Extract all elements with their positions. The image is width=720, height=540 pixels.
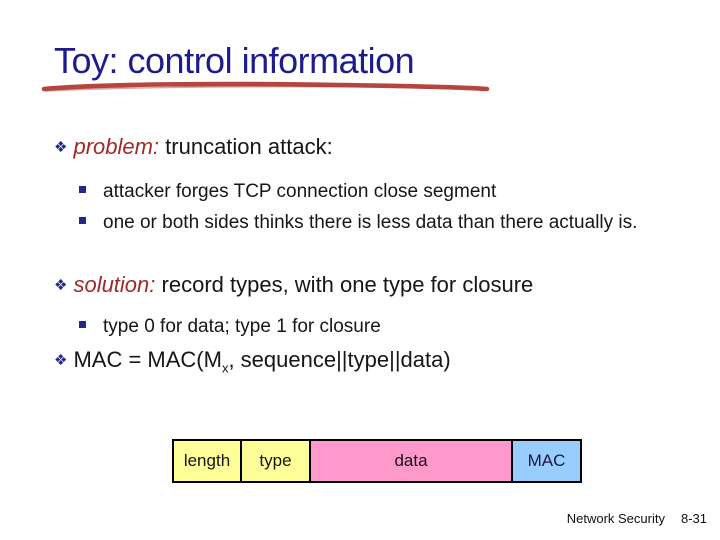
bullet-problem-lead: problem: xyxy=(73,134,160,159)
mac-formula-pre: MAC = MAC(M xyxy=(73,347,222,372)
title-underline-stroke xyxy=(41,81,490,92)
bullet-problem-rest: truncation attack: xyxy=(159,134,333,159)
bullet-solution: ❖ solution: record types, with one type f… xyxy=(54,272,533,298)
slide-footer: Network Security 8-31 xyxy=(567,511,707,526)
square-bullet-icon xyxy=(79,217,86,224)
subbullet-attacker-forges: attacker forges TCP connection close seg… xyxy=(79,177,496,206)
subbullet-type-codes-text: type 0 for data; type 1 for closure xyxy=(103,316,381,337)
field-type: type xyxy=(240,439,311,483)
bullet-solution-rest: record types, with one type for closure xyxy=(155,272,534,297)
subbullet-less-data: one or both sides thinks there is less d… xyxy=(79,208,659,237)
square-bullet-icon xyxy=(79,186,86,193)
bullet-solution-lead: solution: xyxy=(73,272,156,297)
record-format-diagram: length type data MAC xyxy=(172,439,582,483)
field-length: length xyxy=(172,439,242,483)
slide-title: Toy: control information xyxy=(54,40,415,81)
footer-course-title: Network Security xyxy=(566,511,665,526)
field-mac: MAC xyxy=(511,439,582,483)
subbullet-attacker-forges-text: attacker forges TCP connection close seg… xyxy=(103,181,497,202)
square-bullet-icon xyxy=(79,321,86,328)
diamond-bullet-icon: ❖ xyxy=(54,352,68,369)
diamond-bullet-icon: ❖ xyxy=(54,277,68,294)
subbullet-type-codes: type 0 for data; type 1 for closure xyxy=(79,312,381,341)
subbullet-less-data-text: one or both sides thinks there is less d… xyxy=(103,212,638,233)
mac-formula-subscript: x xyxy=(221,360,229,376)
diamond-bullet-icon: ❖ xyxy=(54,139,68,156)
bullet-mac-formula: ❖ MAC = MAC(Mx, sequence||type||data) xyxy=(54,347,451,375)
bullet-problem: ❖ problem: truncation attack: xyxy=(54,134,333,160)
field-data: data xyxy=(309,439,513,483)
mac-formula-post: , sequence||type||data) xyxy=(228,347,451,372)
footer-page-number: 8-31 xyxy=(680,511,707,526)
